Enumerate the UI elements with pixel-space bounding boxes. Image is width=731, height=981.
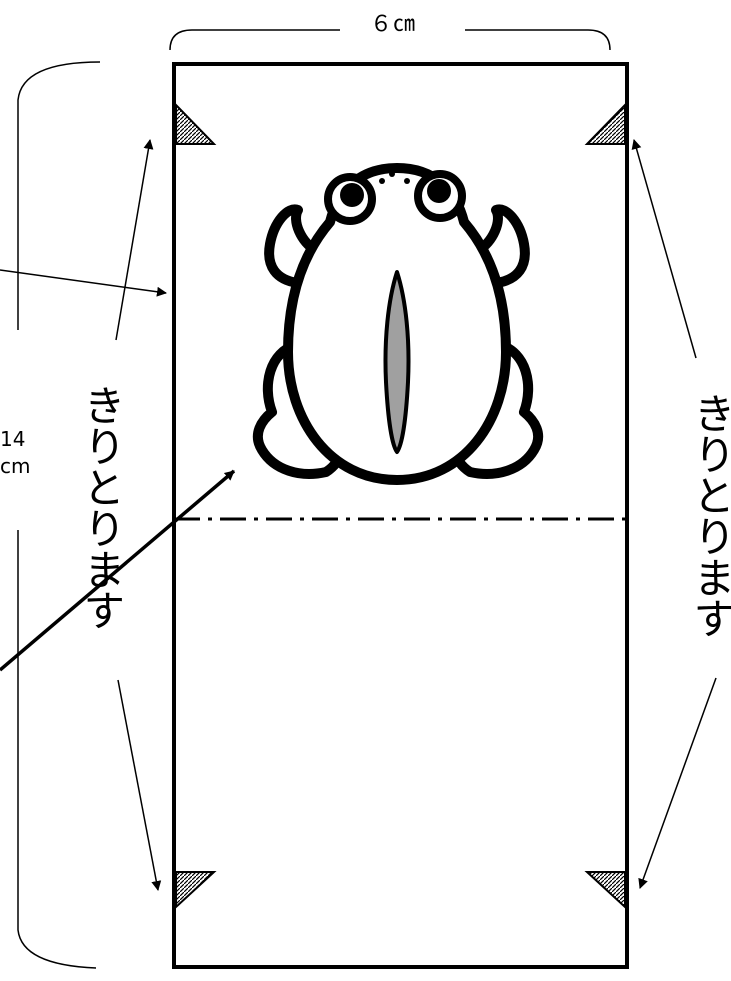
arrow-to-card-face bbox=[0, 469, 236, 672]
corner-mark-bottom-right bbox=[584, 871, 626, 910]
height-dimension-bracket bbox=[17, 61, 101, 330]
arrow-to-top-right-corner bbox=[631, 139, 697, 359]
frog-icon bbox=[252, 163, 544, 485]
arrow-to-top-left-corner bbox=[115, 139, 154, 341]
height-label-number: 14 bbox=[0, 427, 26, 451]
corner-mark-bottom-left bbox=[175, 871, 217, 910]
arrow-to-card-edge bbox=[0, 269, 167, 297]
width-dimension-bracket bbox=[169, 29, 611, 51]
corner-mark-top-right bbox=[584, 102, 626, 145]
arrow-to-bottom-left-corner bbox=[117, 679, 162, 891]
height-label-unit: cm bbox=[0, 454, 31, 478]
width-label: ６㎝ bbox=[369, 12, 416, 37]
cut-label-right: きりとります bbox=[687, 392, 731, 638]
corner-mark-top-left bbox=[175, 102, 217, 145]
cut-label-left: きりとります bbox=[77, 384, 126, 630]
arrow-to-bottom-right-corner bbox=[638, 677, 717, 889]
height-dimension-bracket-lower bbox=[17, 530, 97, 969]
